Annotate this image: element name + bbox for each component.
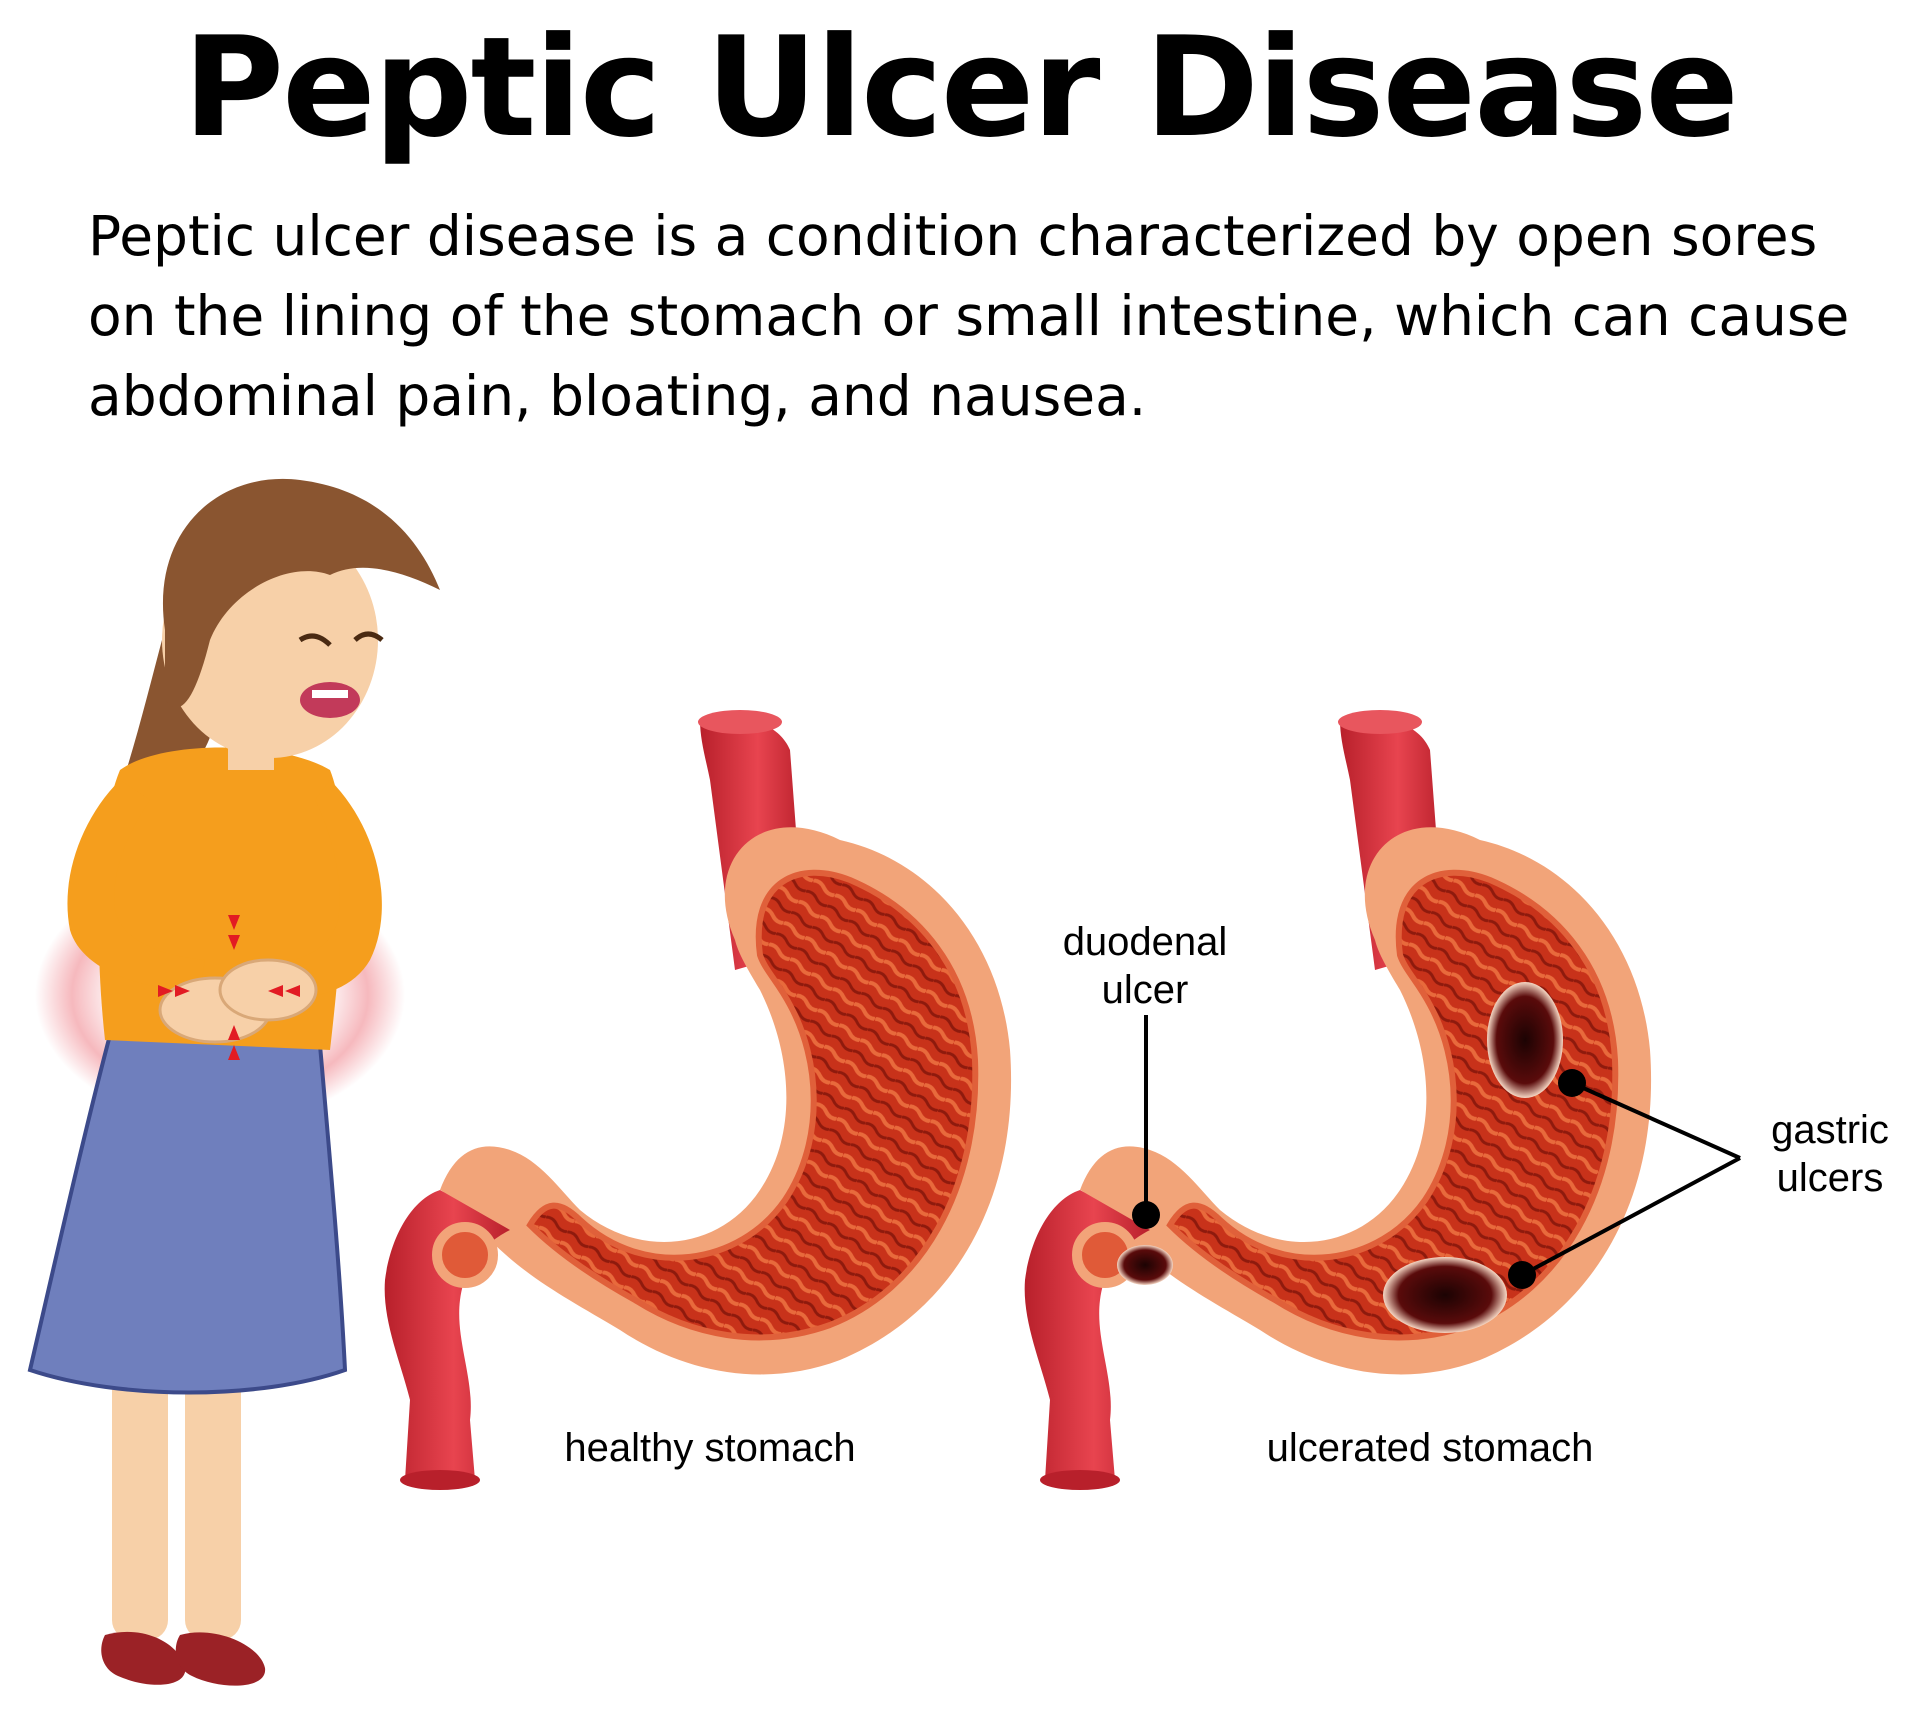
duodenal-ulcer-spot [1117, 1245, 1173, 1285]
woman-figure [27, 478, 441, 1686]
callout-lines [1132, 1015, 1741, 1289]
hand-right [218, 958, 318, 1022]
gastric-ulcer-lower [1383, 1257, 1507, 1333]
gastric-ulcers-label: gastric ulcers [1771, 1108, 1889, 1200]
hair [162, 478, 441, 708]
healthy-stomach-illustration [385, 710, 1011, 1490]
description-text: Peptic ulcer disease is a condition char… [88, 204, 1850, 428]
duodenal-ulcer-label: duodenal ulcer [1062, 920, 1228, 1012]
shoe-right [175, 1632, 266, 1686]
mouth [300, 682, 360, 718]
pain-arrows [158, 915, 300, 1060]
skirt [27, 1032, 348, 1395]
gastric-ulcer-upper [1487, 982, 1563, 1098]
healthy-stomach-label: healthy stomach [564, 1426, 856, 1470]
shoe-left [101, 1631, 186, 1685]
ulcerated-stomach-label: ulcerated stomach [1266, 1426, 1594, 1470]
page-title: Peptic Ulcer Disease [183, 7, 1739, 168]
ulcerated-stomach-illustration [1025, 710, 1651, 1490]
